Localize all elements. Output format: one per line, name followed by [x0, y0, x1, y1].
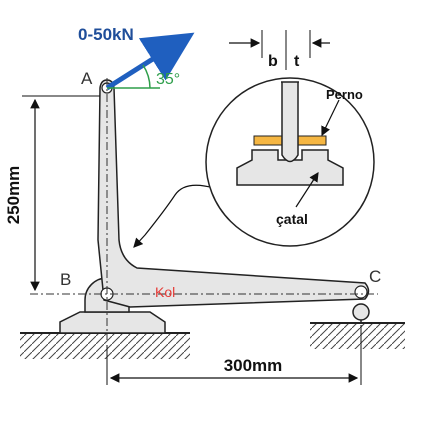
base-plate — [59, 311, 166, 334]
detail-view: b t Perno çatal — [229, 30, 363, 227]
dim-t-label: t — [294, 53, 300, 70]
pin-label: Perno — [326, 87, 363, 102]
dim-b-label: b — [268, 53, 278, 70]
point-b-label: B — [60, 270, 71, 289]
force-label: 0-50kN — [78, 25, 134, 44]
ground-right — [310, 322, 405, 349]
dimension-250-label: 250mm — [4, 166, 23, 225]
angle-label: 35° — [156, 71, 180, 88]
detail-leader — [133, 184, 215, 248]
roller-c — [352, 303, 370, 321]
point-c-label: C — [369, 267, 381, 286]
force-arrow — [105, 32, 195, 91]
arm-label: Kol — [155, 284, 175, 300]
point-a-label: A — [81, 69, 93, 88]
rod — [281, 82, 299, 163]
angle-arc — [142, 64, 151, 89]
hole-c — [354, 285, 368, 299]
pin-leader — [321, 99, 340, 137]
fork-label: çatal — [276, 211, 308, 227]
dimension-300-label: 300mm — [224, 356, 283, 375]
fork-leader — [295, 171, 319, 208]
ground-left — [20, 332, 190, 359]
